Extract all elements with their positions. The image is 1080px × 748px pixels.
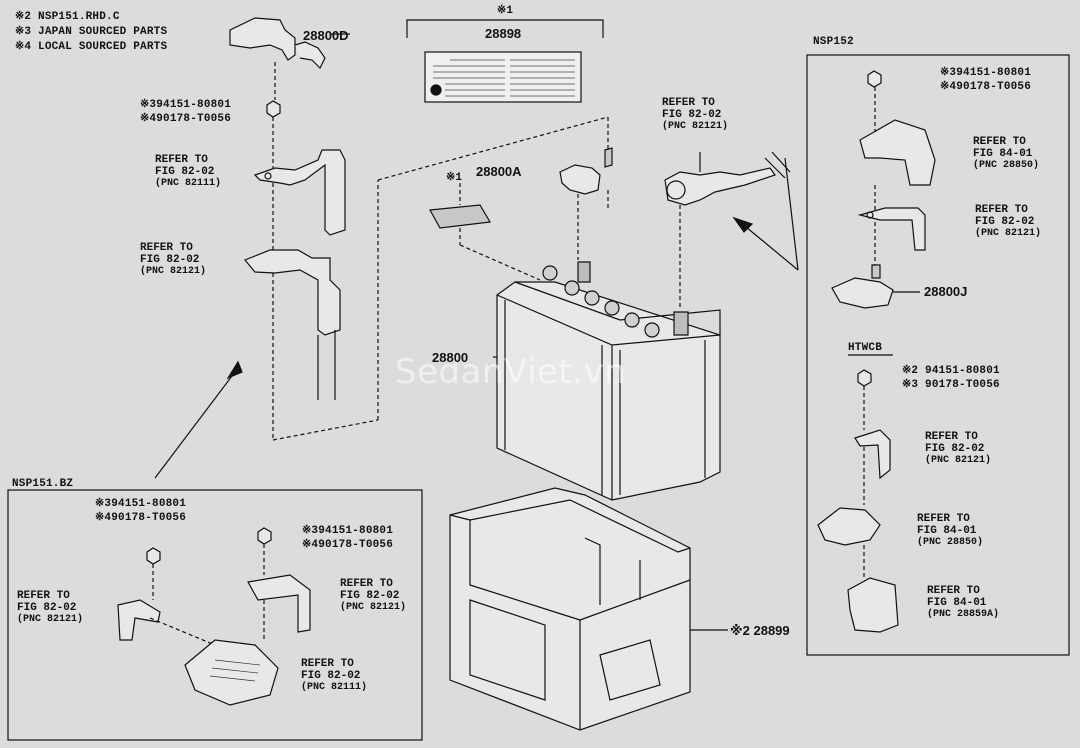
ref-c1-fig: FIG 82-02 <box>662 109 722 121</box>
ref-l1-fig: FIG 82-02 <box>155 166 215 178</box>
warning-icon <box>430 84 442 96</box>
arrow-right <box>739 221 799 271</box>
nut-left <box>266 100 281 118</box>
battery-28800 <box>496 261 721 501</box>
terminal-82121-left <box>244 249 341 336</box>
ref-l2-refer: REFER TO <box>140 242 193 254</box>
part-28800D[interactable]: 28800D <box>303 28 349 43</box>
box-title-htwcb: HTWCB <box>848 342 883 354</box>
ref-h2-refer: REFER TO <box>917 513 970 525</box>
nut-htwcb-part-a[interactable]: ※2 94151-80801 <box>902 365 1000 377</box>
ref-b1-refer: REFER TO <box>17 590 70 602</box>
label-bracket <box>406 19 604 38</box>
terminal-82121-right <box>857 207 926 251</box>
ref-r1-pnc: (PNC 28850) <box>973 160 1040 171</box>
ref-h3-fig: FIG 84-01 <box>927 597 987 609</box>
star1-badge: ※1 <box>446 172 463 184</box>
ref-b3-pnc: (PNC 82111) <box>301 682 368 693</box>
fuse-block-bz <box>184 639 279 706</box>
note-4: ※4 LOCAL SOURCED PARTS <box>15 41 168 53</box>
ref-b2-refer: REFER TO <box>340 578 393 590</box>
ref-b1-pnc: (PNC 82121) <box>17 614 84 625</box>
nut-bz2-part-b[interactable]: ※490178-T0056 <box>302 539 394 551</box>
ref-l2-fig: FIG 82-02 <box>140 254 200 266</box>
caution-label <box>424 51 582 103</box>
fuse-block-84-01 <box>859 119 936 186</box>
ref-l1-pnc: (PNC 82111) <box>155 178 222 189</box>
nut-bz1-part-b[interactable]: ※490178-T0056 <box>95 512 187 524</box>
ref-r1-refer: REFER TO <box>973 136 1026 148</box>
ref-h3-refer: REFER TO <box>927 585 980 597</box>
part-28800A[interactable]: 28800A <box>476 164 522 179</box>
ref-l1-refer: REFER TO <box>155 154 208 166</box>
bracket-28800D <box>229 17 296 61</box>
part-28800J[interactable]: 28800J <box>924 284 968 299</box>
nut-nsp152-part-b[interactable]: ※490178-T0056 <box>940 81 1032 93</box>
part-28899[interactable]: ※2 28899 <box>730 623 790 638</box>
box-nsp152 <box>806 54 1070 656</box>
ref-h2-pnc: (PNC 28850) <box>917 537 984 548</box>
terminal-bz-center <box>247 574 311 633</box>
ref-h1-refer: REFER TO <box>925 431 978 443</box>
ref-c1-pnc: (PNC 82121) <box>662 121 729 132</box>
ref-r2-pnc: (PNC 82121) <box>975 228 1042 239</box>
nut-htwcb-part-b[interactable]: ※3 90178-T0056 <box>902 379 1000 391</box>
box-title-nsp152: NSP152 <box>813 36 854 48</box>
clamp-28800A <box>559 164 601 195</box>
ref-l2-pnc: (PNC 82121) <box>140 266 207 277</box>
terminal-bz-left <box>117 599 161 641</box>
terminal-82121-htwcb <box>854 429 891 480</box>
ref-h1-pnc: (PNC 82121) <box>925 455 992 466</box>
clamp-28800J <box>831 277 894 309</box>
ref-b1-fig: FIG 82-02 <box>17 602 77 614</box>
nut-nsp152-part-a[interactable]: ※394151-80801 <box>940 67 1032 79</box>
box-nsp151bz <box>7 489 423 741</box>
ref-h2-fig: FIG 84-01 <box>917 525 977 537</box>
fuse-28850-htwcb <box>817 507 881 546</box>
ref-b2-pnc: (PNC 82121) <box>340 602 407 613</box>
ref-b3-fig: FIG 82-02 <box>301 670 361 682</box>
note-2: ※2 NSP151.RHD.C <box>15 11 120 23</box>
ref-h3-pnc: (PNC 28859A) <box>927 609 1000 620</box>
star1-label: ※1 <box>497 5 514 17</box>
battery-tray-28899 <box>449 487 691 731</box>
note-3: ※3 JAPAN SOURCED PARTS <box>15 26 168 38</box>
part-28898[interactable]: 28898 <box>485 26 522 41</box>
ref-b2-fig: FIG 82-02 <box>340 590 400 602</box>
arrow-left <box>154 367 239 479</box>
part-28800[interactable]: 28800 <box>432 350 469 365</box>
cover-28859A <box>847 577 899 633</box>
cable-clamp-center <box>664 167 776 206</box>
ref-r2-fig: FIG 82-02 <box>975 216 1035 228</box>
ref-r2-refer: REFER TO <box>975 204 1028 216</box>
nut-left-part-b[interactable]: ※490178-T0056 <box>140 113 232 125</box>
ref-r1-fig: FIG 84-01 <box>973 148 1033 160</box>
ref-b3-refer: REFER TO <box>301 658 354 670</box>
nut-left-part-a[interactable]: ※394151-80801 <box>140 99 232 111</box>
nut-bz2-part-a[interactable]: ※394151-80801 <box>302 525 394 537</box>
small-sticker <box>429 204 491 229</box>
nut-bz1-part-a[interactable]: ※394151-80801 <box>95 498 187 510</box>
ref-c1-refer: REFER TO <box>662 97 715 109</box>
box-title-nsp151bz: NSP151.BZ <box>12 478 74 490</box>
watermark: SedanViet.vn <box>395 352 627 392</box>
ref-h1-fig: FIG 82-02 <box>925 443 985 455</box>
terminal-82111-left <box>253 149 346 236</box>
